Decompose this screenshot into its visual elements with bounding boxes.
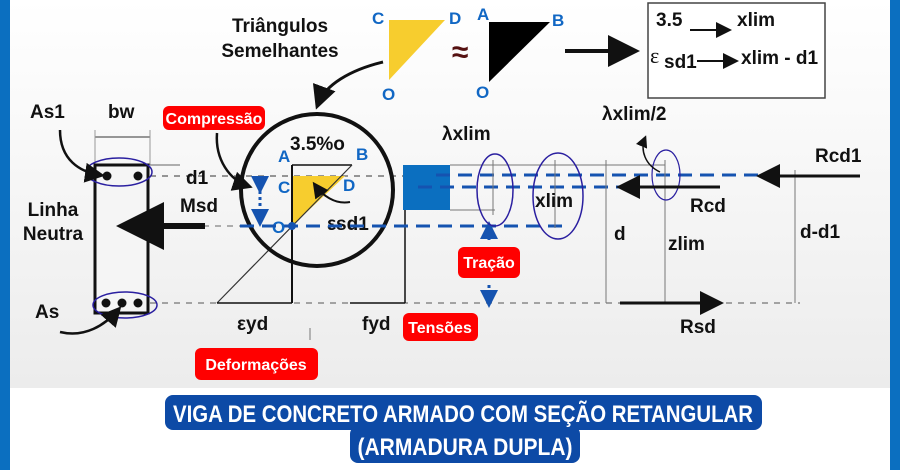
d-d1-label: d-d1 <box>800 222 841 243</box>
bottom-rebar <box>117 298 127 308</box>
xlim-label: xlim <box>535 191 573 212</box>
point-a-label: A <box>477 5 489 24</box>
point-o-label: O <box>476 83 489 102</box>
ratio-box <box>647 2 826 99</box>
ratio-value: xlim - d1 <box>741 48 819 69</box>
fyd-label: fyd <box>362 314 391 335</box>
rcd1-label: Rcd1 <box>815 146 862 167</box>
bottom-rebar-highlight <box>92 291 158 319</box>
deformations-label: Deformações <box>205 357 306 374</box>
epsilon-symbol: ε <box>650 43 659 68</box>
d1-label: d1 <box>186 168 209 189</box>
traction-tag <box>458 247 520 278</box>
rcd-label: Rcd <box>690 196 726 217</box>
bw-label: bw <box>108 102 135 123</box>
title-banner-2 <box>350 426 580 463</box>
traction-label: Tração <box>463 255 515 272</box>
ratio-value: xlim <box>737 10 775 31</box>
title-line-1: VIGA DE CONCRETO ARMADO COM SEÇÃO RETANG… <box>173 400 753 428</box>
beam-section <box>93 163 150 315</box>
lambda-xlim-half-label: λxlim/2 <box>602 104 666 125</box>
deformations-tag <box>195 348 318 380</box>
compression-label: Compressão <box>166 111 263 128</box>
yellow-triangle <box>389 20 445 80</box>
d-label: d <box>614 224 626 245</box>
strain-value-label: 3.5%o <box>290 134 345 155</box>
point-b-label: B <box>356 145 368 164</box>
tensions-tag <box>403 313 478 341</box>
point-d-label: D <box>449 9 461 28</box>
rsd-label: Rsd <box>680 317 716 338</box>
title-banner <box>165 395 762 430</box>
similar-triangles-label: Triângulos <box>232 16 328 37</box>
zlim-label: zlim <box>668 234 705 255</box>
top-rebar <box>102 171 112 181</box>
bottom-rebar <box>133 298 143 308</box>
as1-label: As1 <box>30 102 65 123</box>
point-o-label: O <box>272 218 285 237</box>
compression-tag <box>163 106 265 130</box>
black-triangle <box>489 22 550 82</box>
neutral-axis-label-2: Neutra <box>23 224 84 245</box>
point-d-label: D <box>343 176 355 195</box>
point-c-label: C <box>278 178 290 197</box>
ratio-value: sd1 <box>664 52 697 73</box>
point-b-label: B <box>552 11 564 30</box>
bottom-rebar <box>101 298 111 308</box>
point-o-label: O <box>382 85 395 104</box>
eyd-label: εyd <box>237 314 268 335</box>
neutral-axis-label: Linha <box>28 200 79 221</box>
approx-symbol: ≈ <box>452 36 468 69</box>
right-border <box>890 0 900 470</box>
zoom-circle <box>239 112 395 268</box>
as-pointer-icon <box>59 306 122 335</box>
title-line-2: (ARMADURA DUPLA) <box>358 434 573 461</box>
msd-label: Msd <box>180 196 218 217</box>
left-border <box>0 0 10 470</box>
as1-pointer-icon <box>58 129 105 183</box>
strain-line <box>216 164 353 304</box>
point-a-label: A <box>278 147 290 166</box>
similar-triangles-label-2: Semelhantes <box>221 41 338 62</box>
esd1-pointer-icon <box>312 181 351 204</box>
xlim-highlight <box>532 152 584 240</box>
point-c-label: C <box>372 9 384 28</box>
esd1-label: εsd1 <box>327 214 369 235</box>
pointer-icon <box>636 135 661 173</box>
lambda-half-highlight <box>651 149 681 201</box>
ratio-value: 3.5 <box>656 10 683 31</box>
as-label: As <box>35 302 59 323</box>
lambda-xlim-highlight <box>476 153 514 227</box>
curved-arrow-icon <box>312 60 384 110</box>
tensions-label: Tensões <box>408 320 472 337</box>
top-rebar <box>133 171 143 181</box>
lambda-xlim-label: λxlim <box>442 124 491 145</box>
